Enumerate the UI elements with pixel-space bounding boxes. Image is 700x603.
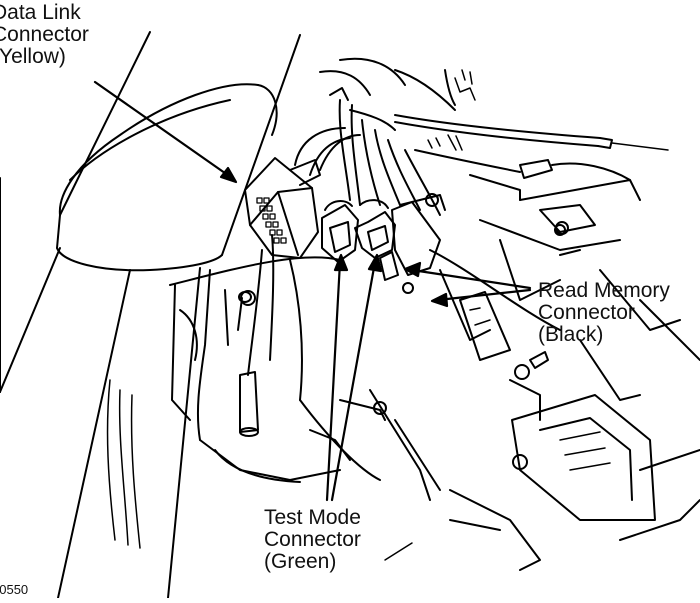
data-link-connector-label: Data Link Connector (Yellow) [0,2,89,68]
read-memory-connector-shape [380,200,440,293]
data-link-connector-shape [245,158,320,258]
wiring-harness [295,88,440,215]
strut-cylinder [0,32,300,598]
test-mode-label-line-2: Connector [264,528,361,551]
data-link-label-line-3: (Yellow) [0,45,66,68]
engine-block [170,59,700,570]
data-link-label-line-2: Connector [0,23,89,46]
figure-code: 90550 [0,582,29,597]
leader-lines [95,82,530,560]
read-memory-label-line-1: Read Memory [538,279,670,302]
data-link-label-line-1: Data Link [0,1,81,24]
test-mode-label-line-3: (Green) [264,550,337,573]
fasteners [239,225,565,302]
test-mode-label-line-1: Test Mode [264,506,361,529]
test-mode-connector-label: Test Mode Connector (Green) [264,507,361,573]
read-memory-connector-label: Read Memory Connector (Black) [538,280,670,346]
read-memory-label-line-3: (Black) [538,323,604,346]
test-mode-connector-shape [322,200,395,262]
read-memory-label-line-2: Connector [538,301,635,324]
